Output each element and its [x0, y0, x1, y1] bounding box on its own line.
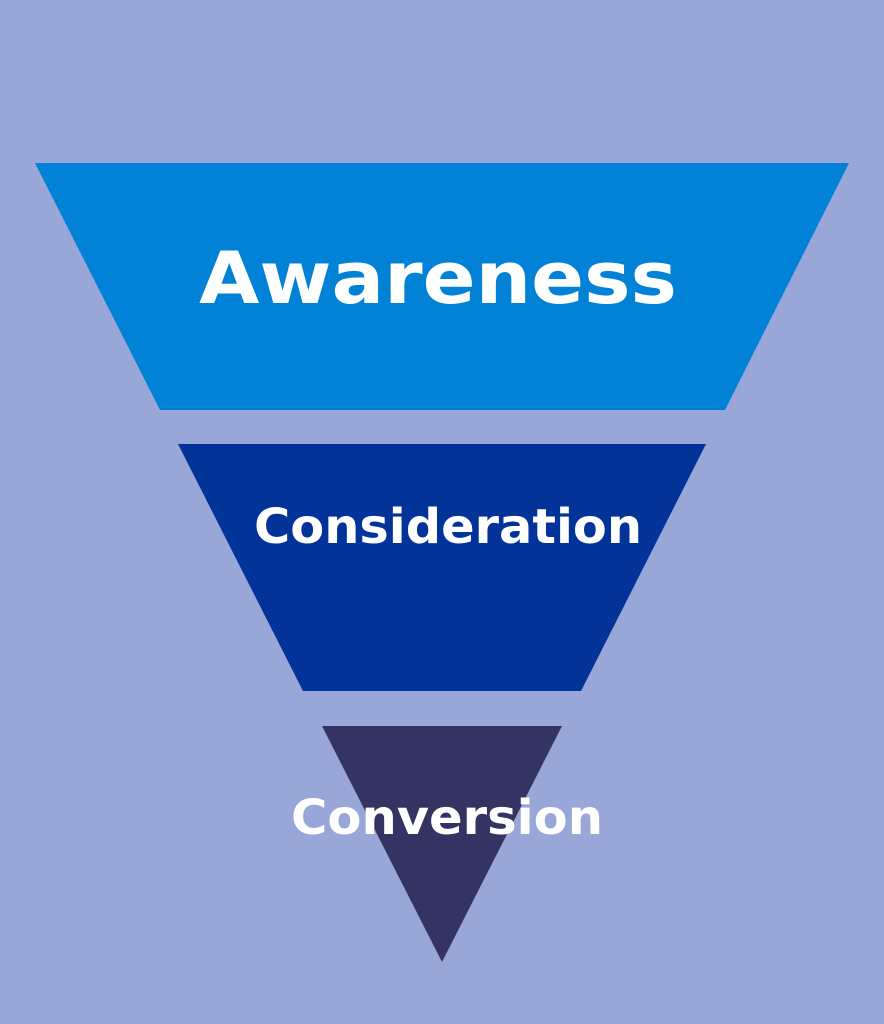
consideration-label: Consideration [254, 499, 642, 555]
funnel-stage-conversion [322, 726, 562, 962]
funnel-stage-awareness [35, 163, 849, 410]
funnel-stage-consideration [178, 444, 706, 691]
conversion-label: Conversion [291, 790, 603, 846]
awareness-label: Awareness [199, 236, 677, 320]
